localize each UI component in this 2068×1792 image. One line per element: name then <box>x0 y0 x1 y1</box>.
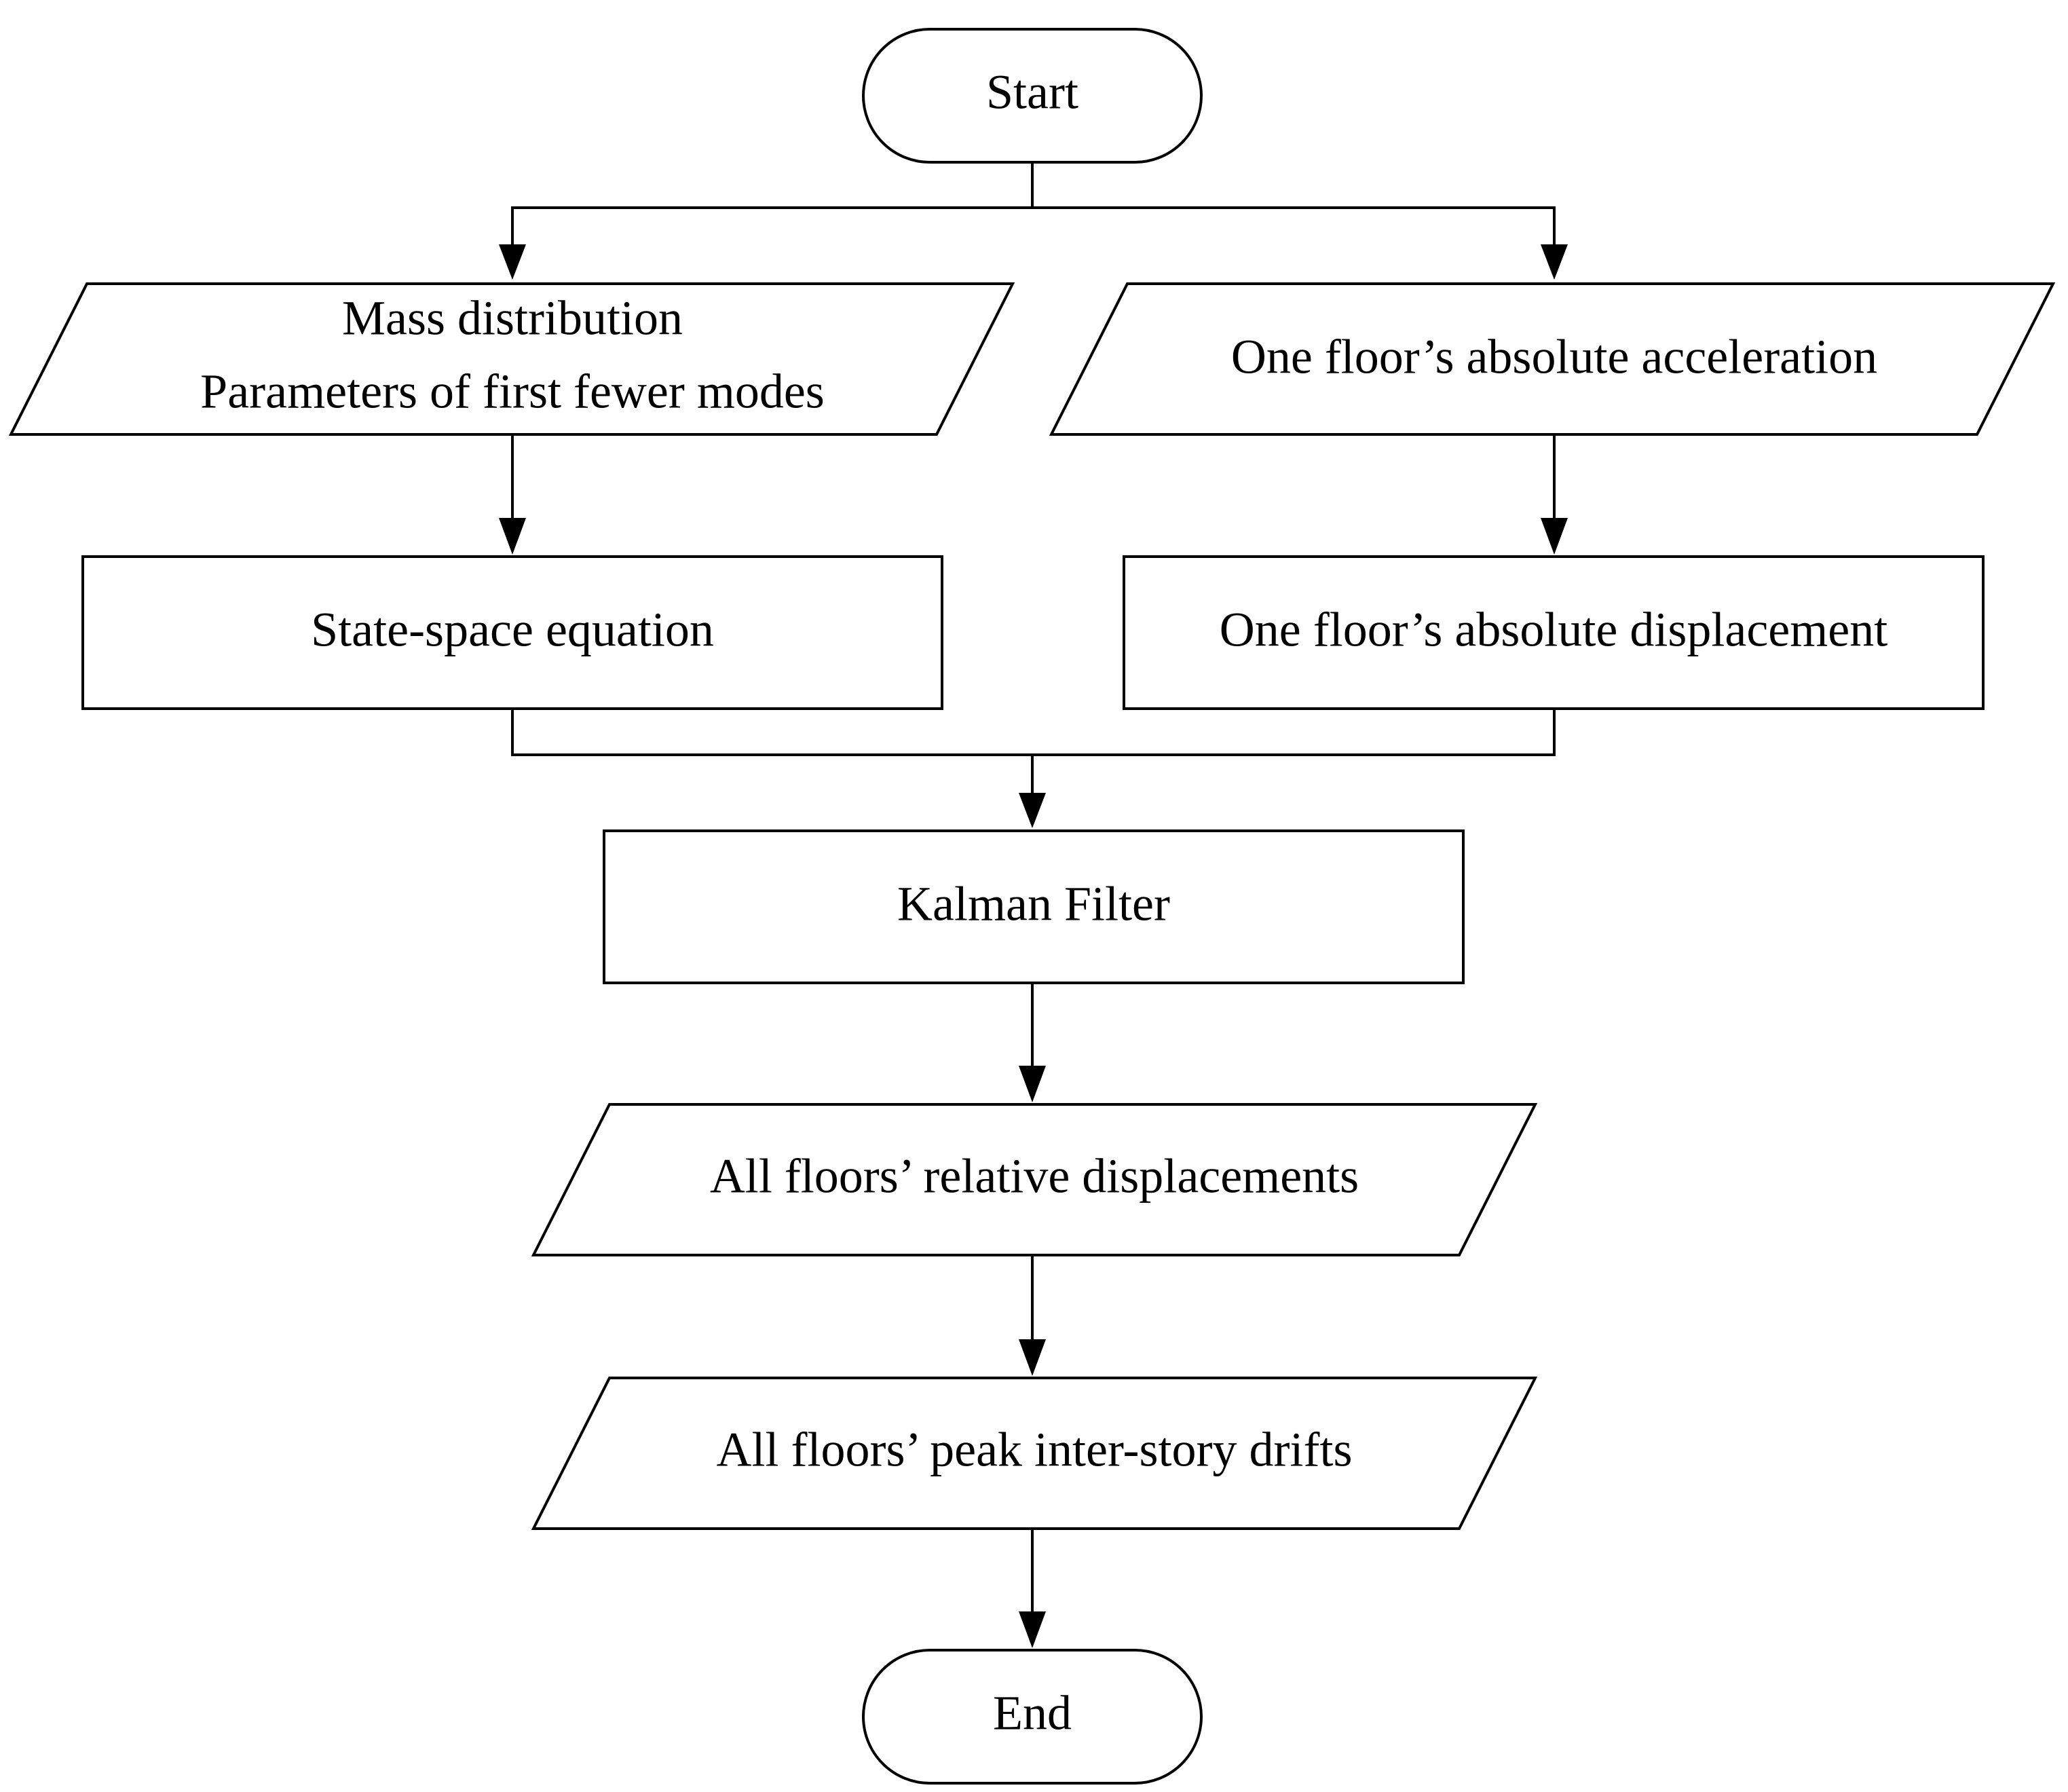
start-node: Start <box>862 28 1203 164</box>
kalman-filter-label: Kalman Filter <box>897 877 1170 931</box>
kalman-filter-process: Kalman Filter <box>603 829 1465 984</box>
arrow-to-end <box>1019 1611 1046 1648</box>
kalman-to-output-connector <box>1019 983 1046 1102</box>
arrow-to-acceleration-input <box>1541 244 1568 280</box>
arrow-to-state-space <box>499 518 526 555</box>
mass-distribution-label: Mass distribution <box>342 291 683 346</box>
peak-drifts-output: All floors’ peak inter-story drifts <box>531 1377 1538 1530</box>
acceleration-label: One floor’s absolute acceleration <box>1231 330 1877 384</box>
state-space-process: State-space equation <box>81 555 943 710</box>
input-to-process-connectors <box>499 434 1568 555</box>
relative-displacements-output: All floors’ relative displacements <box>531 1103 1538 1256</box>
split-connector <box>499 162 1568 280</box>
displacement-process: One floor’s absolute displacement <box>1123 555 1985 710</box>
arrow-to-peak-drifts <box>1019 1339 1046 1376</box>
end-node: End <box>862 1649 1203 1785</box>
arrow-to-relative-displacements <box>1019 1066 1046 1102</box>
relative-to-drifts-connector <box>1019 1255 1046 1376</box>
mass-modes-input: Mass distribution Parameters of first fe… <box>8 282 1015 436</box>
drifts-to-end-connector <box>1019 1529 1046 1648</box>
acceleration-input: One floor’s absolute acceleration <box>1049 282 2056 436</box>
relative-displacements-label: All floors’ relative displacements <box>710 1149 1359 1203</box>
arrow-to-mass-input <box>499 244 526 280</box>
end-label: End <box>993 1686 1072 1740</box>
arrow-to-displacement <box>1541 518 1568 555</box>
displacement-label: One floor’s absolute displacement <box>1220 603 1887 657</box>
merge-connector <box>511 709 1556 828</box>
start-label: Start <box>986 65 1078 119</box>
peak-drifts-label: All floors’ peak inter-story drifts <box>717 1423 1353 1477</box>
state-space-label: State-space equation <box>311 603 714 657</box>
arrow-to-kalman <box>1019 793 1046 828</box>
parameters-modes-label: Parameters of first fewer modes <box>200 365 825 419</box>
